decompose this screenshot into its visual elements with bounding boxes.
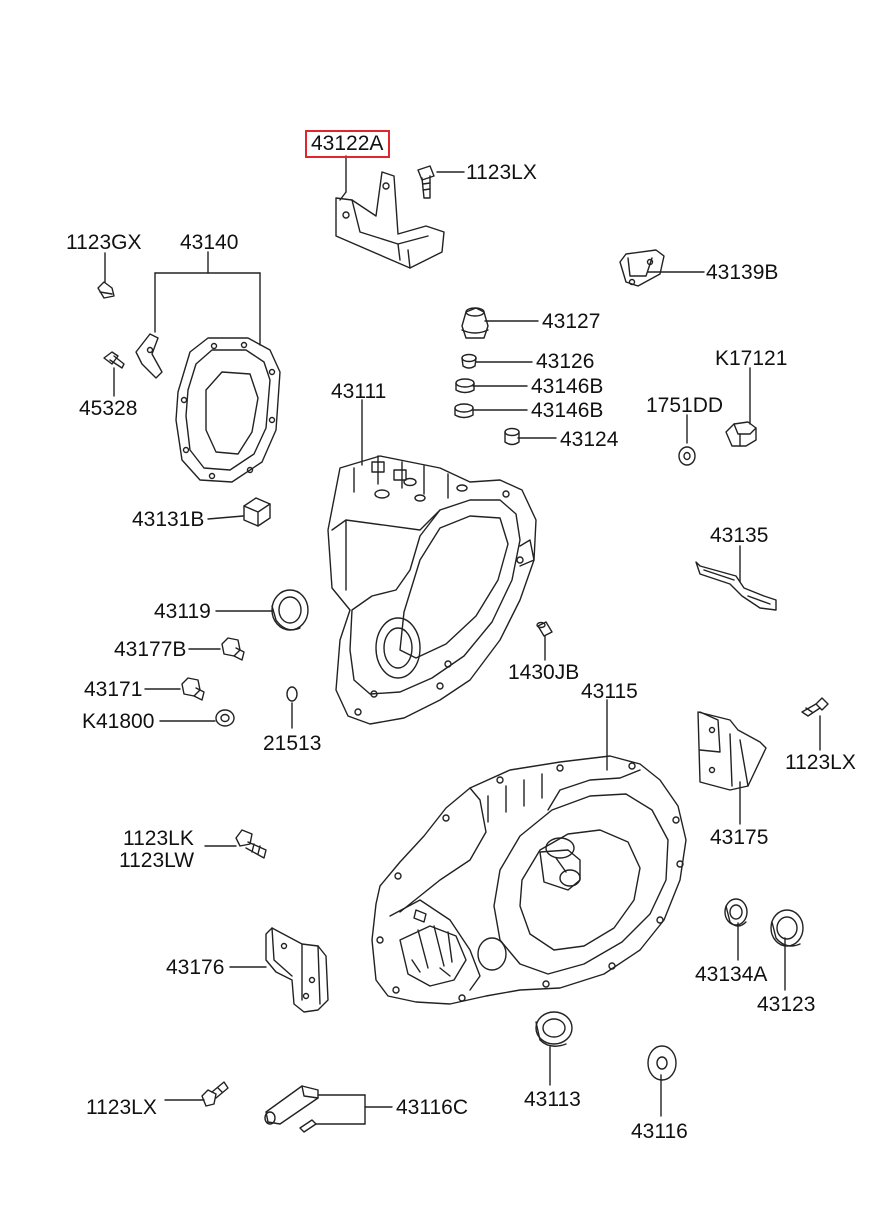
bracket-43175 xyxy=(697,711,767,791)
callout-43146B-2[interactable]: 43146B xyxy=(531,399,604,422)
bolt-1123LK xyxy=(235,829,267,859)
washer-K41800 xyxy=(215,709,235,727)
callout-K17121[interactable]: K17121 xyxy=(715,347,788,370)
plug-43177B xyxy=(221,637,245,661)
cover-43140 xyxy=(135,333,281,483)
callout-1123GX[interactable]: 1123GX xyxy=(66,231,142,254)
callout-1751DD[interactable]: 1751DD xyxy=(646,394,724,417)
plug-43171 xyxy=(181,677,205,701)
rod-43135 xyxy=(695,561,777,611)
bracket-43176 xyxy=(265,927,329,1013)
seal-43134A xyxy=(724,898,748,927)
callout-43123[interactable]: 43123 xyxy=(757,993,816,1016)
callout-1430JB[interactable]: 1430JB xyxy=(508,661,580,684)
callout-43115[interactable]: 43115 xyxy=(581,680,638,703)
pin-45328 xyxy=(103,351,125,369)
seal-43113 xyxy=(535,1011,573,1047)
callout-43111[interactable]: 43111 xyxy=(331,380,387,403)
bushing-43146B-2 xyxy=(454,403,474,419)
bracket-43139B xyxy=(619,249,665,287)
callout-43116[interactable]: 43116 xyxy=(631,1120,688,1143)
callout-43177B[interactable]: 43177B xyxy=(114,638,187,661)
callout-43139B[interactable]: 43139B xyxy=(706,261,779,284)
callout-43122A[interactable]: 43122A xyxy=(305,130,391,158)
bolt-1123LX-right xyxy=(801,697,829,717)
callout-K41800[interactable]: K41800 xyxy=(82,710,155,733)
bushing-43146B-1 xyxy=(455,378,475,394)
disc-43116 xyxy=(647,1045,677,1081)
seal-43123 xyxy=(770,909,804,947)
callout-21513[interactable]: 21513 xyxy=(263,732,322,755)
bracket-43122A xyxy=(335,171,445,269)
callout-43119[interactable]: 43119 xyxy=(154,600,211,623)
housing-43115 xyxy=(371,755,687,1005)
seal-43119 xyxy=(271,589,309,631)
washer-1751DD xyxy=(678,446,696,466)
callout-1123LX-right[interactable]: 1123LX xyxy=(785,751,856,774)
callout-43134A[interactable]: 43134A xyxy=(695,963,768,986)
callout-43116C[interactable]: 43116C xyxy=(396,1096,469,1119)
callout-1123LX-bottom[interactable]: 1123LX xyxy=(86,1096,157,1119)
callout-43135[interactable]: 43135 xyxy=(710,524,769,547)
bolt-1123LX-top xyxy=(417,165,435,199)
boot-43127 xyxy=(461,307,489,339)
bolt-1123GX xyxy=(97,281,115,299)
leader-lines xyxy=(104,155,821,1125)
callout-43140[interactable]: 43140 xyxy=(180,231,239,254)
callout-43175[interactable]: 43175 xyxy=(710,826,769,849)
plug-K17121 xyxy=(725,421,757,447)
callout-43124[interactable]: 43124 xyxy=(560,428,619,451)
callout-43131B[interactable]: 43131B xyxy=(132,508,205,531)
callout-43127[interactable]: 43127 xyxy=(542,310,601,333)
callout-1123LW[interactable]: 1123LW xyxy=(119,849,195,872)
callout-43113[interactable]: 43113 xyxy=(524,1088,581,1111)
bushing-43124 xyxy=(504,427,520,446)
callout-43176[interactable]: 43176 xyxy=(166,956,225,979)
ring-21513 xyxy=(286,686,298,702)
sensor-43116C xyxy=(264,1085,319,1133)
pin-1430JB xyxy=(536,621,553,637)
callout-1123LX-top[interactable]: 1123LX xyxy=(466,161,537,184)
callout-1123LK[interactable]: 1123LK xyxy=(123,827,194,850)
bushing-43126 xyxy=(461,353,477,369)
block-43131B xyxy=(243,497,271,527)
callout-45328[interactable]: 45328 xyxy=(79,397,138,420)
bolt-1123LX-bottom xyxy=(201,1081,229,1107)
callout-43126[interactable]: 43126 xyxy=(536,350,595,373)
housing-43111 xyxy=(327,455,537,725)
callout-43171[interactable]: 43171 xyxy=(84,678,143,701)
callout-43146B-1[interactable]: 43146B xyxy=(531,375,604,398)
